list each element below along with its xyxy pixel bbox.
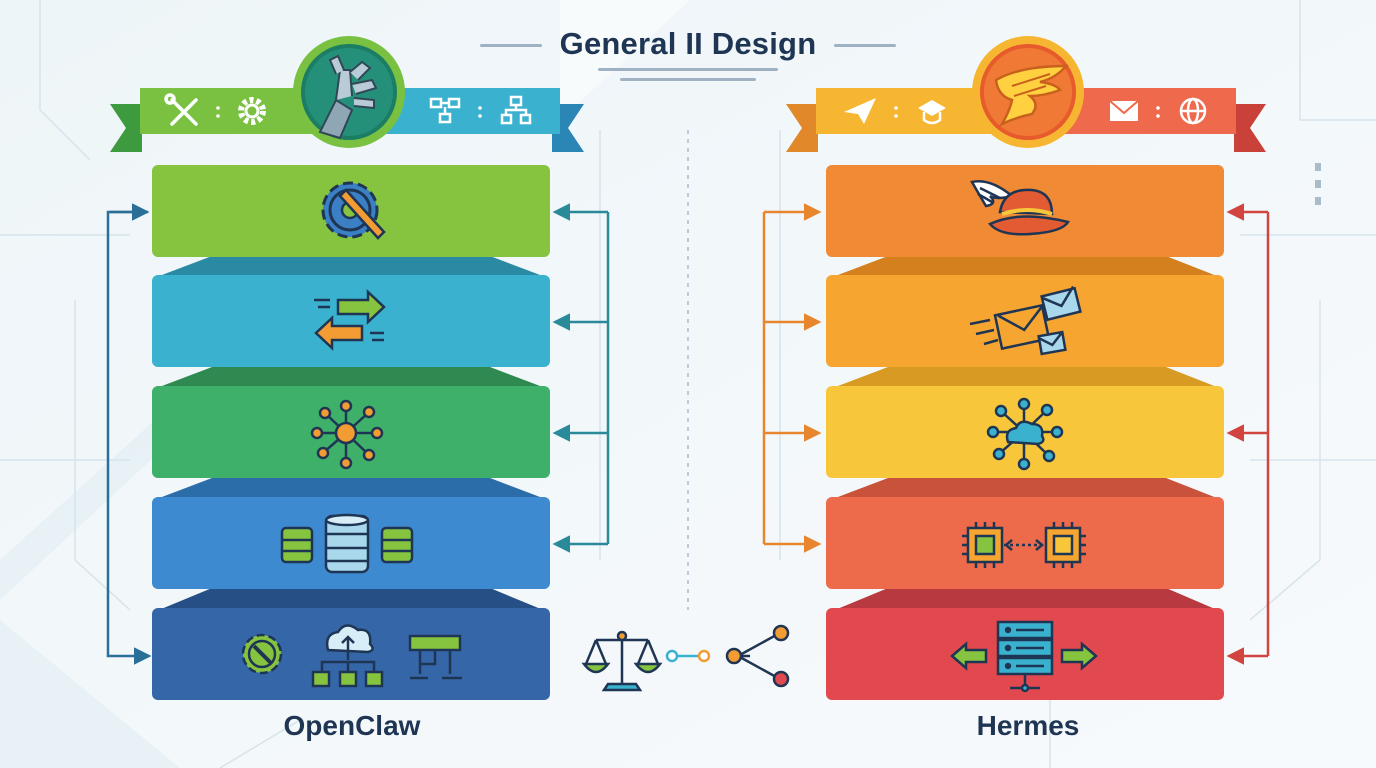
dots-separator xyxy=(894,106,898,118)
globe-icon xyxy=(1179,97,1207,125)
hermes-label: Hermes xyxy=(976,710,1080,741)
left-layer-2 xyxy=(152,256,550,367)
balance-scale-icon xyxy=(581,630,663,692)
flowchart-icon xyxy=(429,97,461,124)
gear-icon xyxy=(238,97,266,125)
database-icon xyxy=(280,513,414,574)
left-outer-connector xyxy=(106,203,152,665)
swap-arrows-icon xyxy=(314,289,386,351)
right-inner-connector xyxy=(762,203,822,553)
graduation-cap-icon xyxy=(918,100,946,125)
page-title: General II Design xyxy=(559,26,817,61)
title-rule-right xyxy=(834,44,896,47)
right-outer-connector xyxy=(1226,203,1270,665)
flying-mail-icon xyxy=(969,285,1082,356)
gear-wrench-icon xyxy=(321,181,386,240)
server-exchange-icon xyxy=(950,620,1098,693)
title-underline-2 xyxy=(620,78,756,81)
infrastructure-icon xyxy=(241,624,462,688)
robot-hand-icon xyxy=(318,54,378,140)
dots-separator xyxy=(216,106,220,118)
title-block: General II Design xyxy=(480,18,896,88)
title-rule-left xyxy=(480,44,542,47)
branch-connector-icon xyxy=(665,624,790,688)
dots-separator xyxy=(1156,106,1160,118)
right-layer-4 xyxy=(826,478,1224,589)
tools-icon xyxy=(164,93,198,126)
hierarchy-icon xyxy=(500,95,532,125)
paper-plane-icon xyxy=(844,98,876,124)
dots-separator xyxy=(478,106,482,118)
winged-hat-icon xyxy=(970,180,1070,236)
openclaw-label: OpenClaw xyxy=(283,710,421,741)
chip-link-icon xyxy=(962,522,1086,568)
menu-dots xyxy=(1315,163,1321,205)
winged-emblem-icon xyxy=(994,64,1069,127)
left-inner-connector xyxy=(552,203,610,553)
mail-icon xyxy=(1109,100,1139,121)
cloud-network-icon xyxy=(986,397,1064,471)
title-underline xyxy=(598,68,778,71)
network-hub-icon xyxy=(310,399,384,470)
